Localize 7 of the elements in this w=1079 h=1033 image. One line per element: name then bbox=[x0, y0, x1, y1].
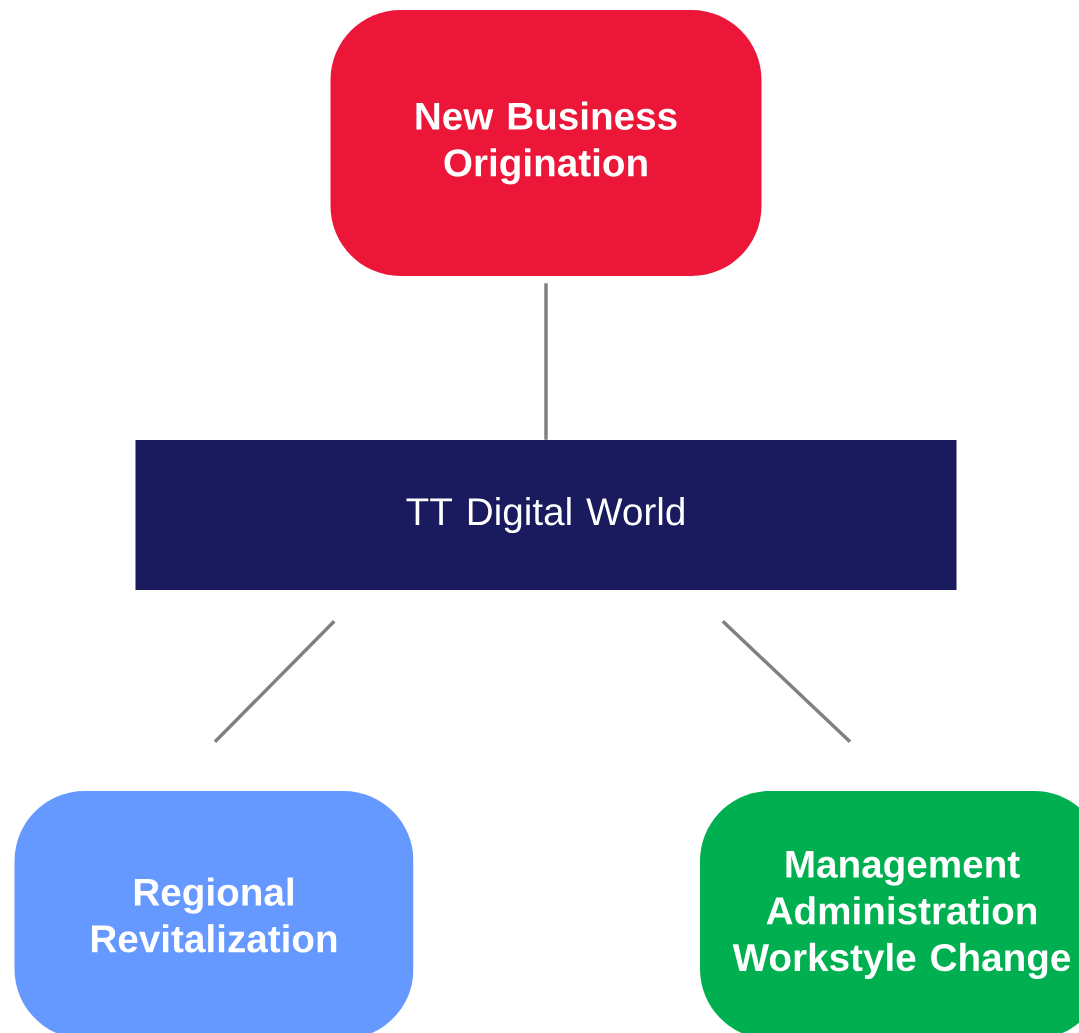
connector-line bbox=[213, 620, 336, 743]
rounded-box: Management Administration Workstyle Change bbox=[700, 791, 1079, 1033]
title-bar: TT Digital World bbox=[135, 440, 957, 590]
rounded-box: Regional Revitalization bbox=[14, 791, 414, 1033]
connector-line bbox=[544, 283, 548, 440]
connector-line bbox=[721, 620, 852, 743]
rounded-box: New Business Origination bbox=[330, 10, 762, 276]
